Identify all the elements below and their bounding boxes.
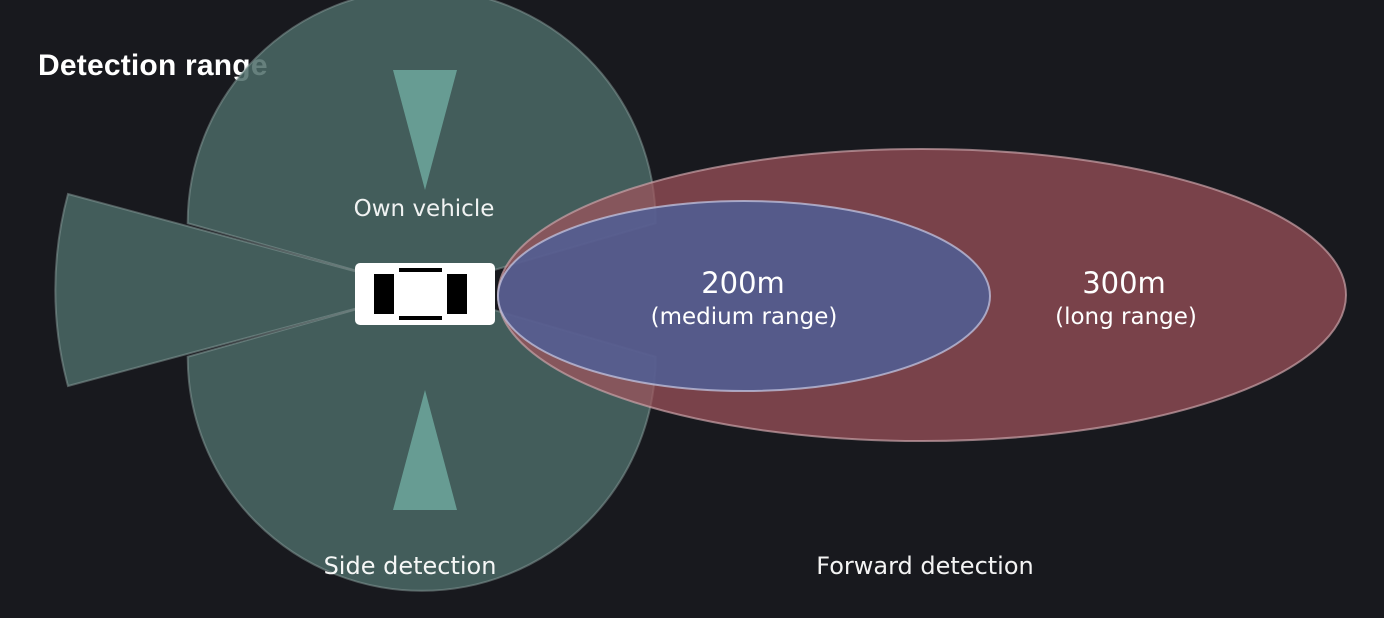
- long-range-value: 300m: [1082, 266, 1166, 300]
- long-range-caption: (long range): [1055, 304, 1197, 330]
- vehicle-bar-bottom: [399, 316, 442, 320]
- own-vehicle-label: Own vehicle: [354, 196, 495, 222]
- own-vehicle-icon: [355, 263, 495, 325]
- forward-detection-zone: [497, 148, 1347, 442]
- blind-spot-cone-bottom: [393, 390, 457, 510]
- vehicle-wheel-front: [447, 274, 467, 314]
- page-title: Detection range: [38, 49, 268, 82]
- side-detection-label: Side detection: [324, 552, 497, 580]
- medium-range-zone: [497, 200, 991, 392]
- vehicle-bar-top: [399, 268, 442, 272]
- medium-range-value: 200m: [701, 266, 785, 300]
- blind-spot-cone-top: [393, 70, 457, 190]
- vehicle-wheel-rear: [374, 274, 394, 314]
- rear-detection-sector: [54, 192, 429, 388]
- medium-range-caption: (medium range): [651, 304, 838, 330]
- forward-detection-label: Forward detection: [816, 552, 1034, 580]
- side-detection-zone: [54, 0, 657, 592]
